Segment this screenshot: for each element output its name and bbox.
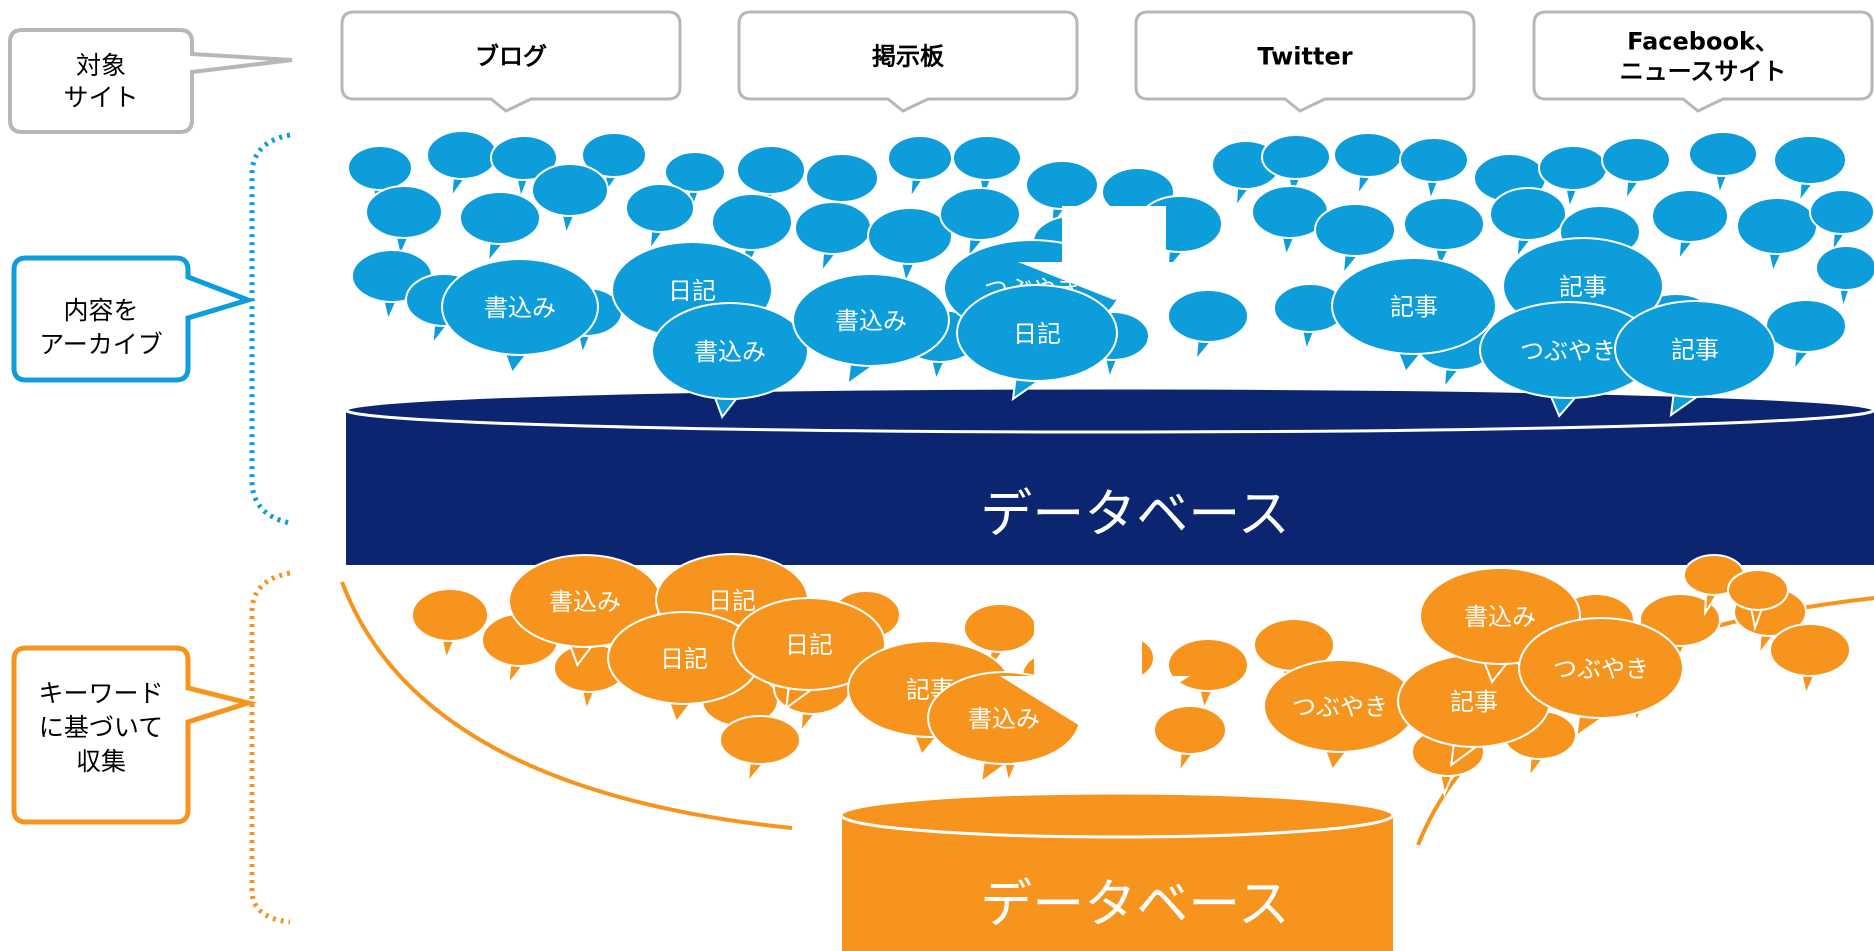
archive-bubble-1-label: 日記: [668, 277, 716, 305]
archive-label: 内容をアーカイブ: [39, 296, 163, 359]
archive-bg-bubble-37: [1809, 189, 1874, 256]
archive-bubble-0: 書込み: [441, 258, 599, 376]
archive-database: データベース: [344, 386, 1874, 565]
archive-bg-bubble-24: [711, 193, 793, 272]
keyword-bg-bubble-18: [1769, 623, 1851, 698]
archive-bubble-8: つぶやき: [1479, 301, 1657, 418]
archive-bubble-9-label: 記事: [1671, 336, 1719, 364]
archive-bracket: 内容をアーカイブ: [11, 132, 291, 526]
archive-bubble-3: 書込み: [792, 273, 950, 387]
site-box-2: [1134, 10, 1476, 113]
keyword-arrow-icon: [1000, 622, 1190, 736]
keyword-bg-bubble-23: [1153, 705, 1227, 776]
archive-bg-bubble-17: [1601, 137, 1671, 204]
archive-bg-bubble-1: [426, 130, 498, 201]
target-site-box: [8, 28, 293, 134]
keyword-db-top: [839, 791, 1395, 839]
archive-bubble-7-label: 記事: [1559, 273, 1607, 301]
archive-bg-bubble-36: [1736, 197, 1818, 276]
archive-bubble-5: 日記: [956, 284, 1118, 402]
site-label-3: Facebook、ニュースサイト: [1620, 28, 1787, 86]
archive-db-top: [344, 386, 1874, 434]
archive-bg-bubble-26: [867, 207, 953, 285]
site-box-0: [340, 10, 682, 113]
archive-db-body: [346, 410, 1874, 565]
archive-bg-bubble-8: [952, 135, 1022, 202]
archive-bg-bubble-32: [1403, 197, 1485, 272]
archive-db-label: データベース: [980, 485, 1289, 545]
archive-bg-bubble-19: [1773, 135, 1847, 206]
archive-bg-bubble-22: [531, 163, 609, 238]
site-label-1: 掲示板: [872, 43, 945, 71]
keyword-bg-bubble-20: [1727, 569, 1789, 632]
keyword-bubble-6-label: つぶやき: [1292, 693, 1388, 721]
archive-bubble-2-label: 書込み: [694, 338, 766, 366]
archive-bg-bubble-20: [365, 185, 443, 260]
archive-bg-bubble-13: [1333, 132, 1403, 199]
site-label-2: Twitter: [1257, 43, 1352, 71]
keyword-bubble-2-label: 日記: [660, 645, 708, 673]
keyword-bubble-5-label: 書込み: [968, 705, 1040, 733]
keyword-bubble-8-label: 書込み: [1464, 603, 1536, 631]
archive-bubble-8-label: つぶやき: [1520, 337, 1616, 365]
keyword-bubble-0-label: 書込み: [549, 588, 621, 616]
archive-bg-bubble-14: [1399, 137, 1469, 204]
keyword-bg-bubble-10: [1167, 638, 1249, 713]
archive-bg-bubble-35: [1651, 189, 1729, 264]
archive-bubble-9: 記事: [1614, 300, 1776, 418]
archive-bubble-2: 書込み: [651, 302, 809, 420]
keyword-bubble-7: 記事: [1397, 654, 1551, 768]
archive-bubbles: 書込み日記書込み書込みつぶやき日記記事記事つぶやき記事: [347, 130, 1874, 420]
keyword-bubble-3: 日記: [732, 597, 886, 711]
archive-bracket-line: [249, 132, 291, 526]
archive-bg-bubble-25: [794, 201, 872, 276]
arrows: [1000, 206, 1210, 736]
target-site-callout: 対象サイト: [8, 28, 293, 134]
archive-bg-bubble-4: [664, 151, 726, 214]
keyword-bubble-9: つぶやき: [1518, 617, 1684, 739]
keyword-bracket-line: [249, 570, 291, 925]
archive-bubble-5-label: 日記: [1013, 320, 1061, 348]
keyword-label: キーワードに基づいて収集: [38, 679, 163, 776]
keyword-bubble-3-label: 日記: [785, 631, 833, 659]
keyword-bubble-9-label: つぶやき: [1553, 655, 1649, 683]
archive-bg-bubble-27: [939, 187, 1021, 262]
site-box-3: [1532, 10, 1874, 113]
keyword-bubble-0: 書込み: [508, 554, 662, 668]
archive-bg-bubble-21: [459, 191, 541, 266]
archive-bg-bubble-45: [1167, 289, 1249, 364]
keyword-bubble-7-label: 記事: [1450, 688, 1498, 716]
archive-bubble-6-label: 記事: [1390, 293, 1438, 321]
archive-bg-bubble-16: [1538, 145, 1608, 212]
archive-bg-bubble-49: [1765, 299, 1847, 374]
archive-bg-bubble-7: [887, 135, 953, 202]
archive-bubble-3-label: 書込み: [835, 307, 907, 335]
archive-bubble-6: 記事: [1331, 257, 1497, 374]
keyword-bubble-2: 日記: [607, 611, 761, 725]
keyword-bubble-6: つぶやき: [1263, 659, 1417, 773]
archive-bg-bubble-50: [1815, 245, 1874, 312]
archive-bg-bubble-18: [1688, 131, 1758, 198]
archive-callout-box: [11, 255, 256, 383]
site-boxes: ブログ 掲示板 Twitter Facebook、ニュースサイト: [340, 10, 1874, 113]
site-label-0: ブログ: [475, 43, 547, 71]
keyword-callout-box: [11, 645, 258, 825]
funnel-left-line: [340, 581, 793, 830]
keyword-bubble-1-label: 日記: [708, 587, 756, 615]
archive-arrow-icon: [1018, 206, 1210, 300]
keyword-database: データベース: [839, 791, 1395, 951]
archive-bg-bubble-2: [490, 135, 558, 202]
keyword-bracket: キーワードに基づいて収集: [11, 570, 291, 925]
keyword-bg-bubble-0: [411, 588, 489, 663]
site-box-1: [737, 10, 1079, 113]
target-site-label: 対象サイト: [63, 51, 138, 112]
archive-bg-bubble-23: [625, 183, 695, 254]
archive-bg-bubble-33: [1489, 187, 1567, 262]
archive-bubble-0-label: 書込み: [484, 294, 556, 322]
keyword-db-label: データベース: [980, 875, 1289, 935]
archive-bg-bubble-31: [1314, 203, 1396, 278]
keyword-bg-bubble-21: [719, 715, 801, 786]
